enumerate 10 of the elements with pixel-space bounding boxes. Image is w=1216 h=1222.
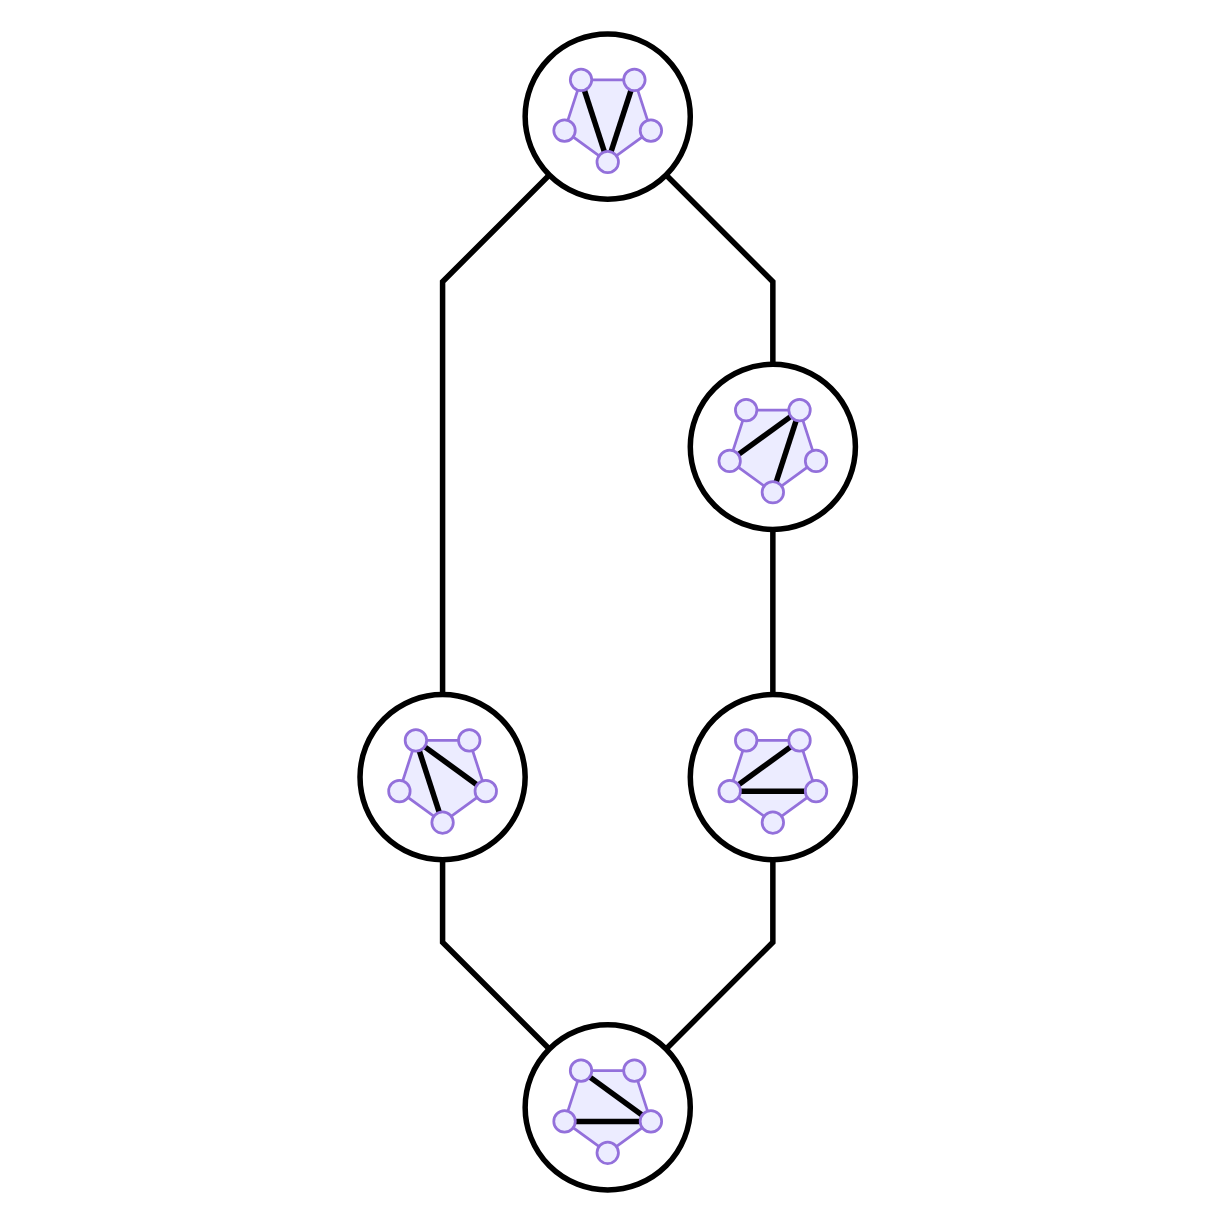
circle-node [522, 30, 694, 201]
circle-node [687, 690, 859, 862]
edge-line [440, 172, 552, 694]
circle-node [522, 1021, 694, 1192]
edge-line [664, 172, 776, 364]
edge-line [440, 858, 552, 1050]
circle-node [687, 360, 859, 532]
circle-node [357, 690, 529, 862]
edge-line [664, 858, 776, 1050]
edge-line [770, 528, 776, 694]
